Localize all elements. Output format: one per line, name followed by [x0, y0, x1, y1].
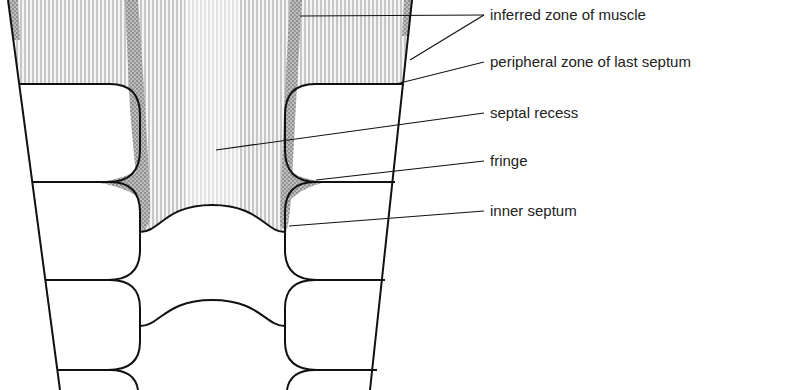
- part-label: inferred zone of muscle: [490, 6, 646, 24]
- part-label: fringe: [490, 152, 528, 170]
- part-label: inner septum: [490, 202, 577, 220]
- part-label: peripheral zone of last septum: [490, 53, 691, 71]
- part-label: septal recess: [490, 104, 578, 122]
